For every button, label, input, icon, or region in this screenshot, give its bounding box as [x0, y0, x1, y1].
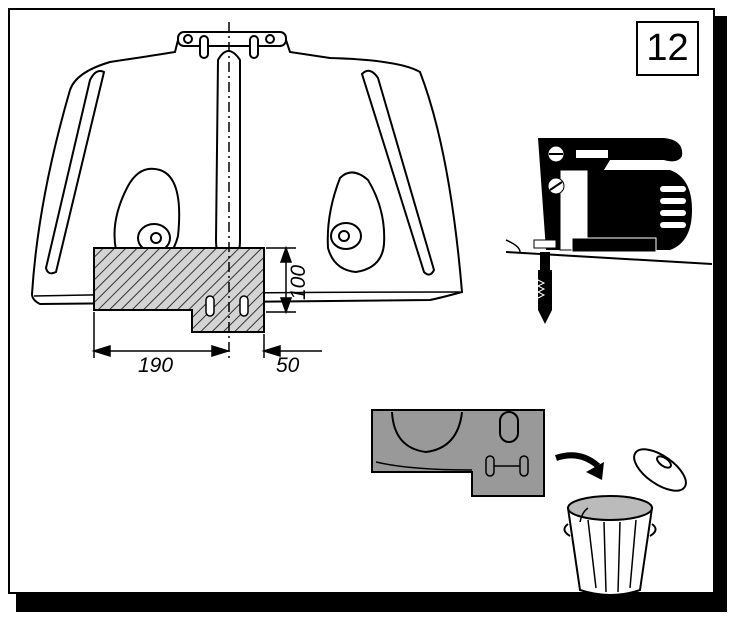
bolt-hole-left-icon [183, 34, 193, 44]
step-number-badge: 12 [636, 21, 699, 76]
discard-arrow-icon [555, 452, 604, 480]
left-mount-hole-icon [150, 232, 162, 244]
bracket-slot-2 [249, 35, 259, 59]
cut-area [93, 247, 265, 333]
cut-piece-icon [371, 409, 545, 497]
width-dimension-label: 190 [138, 354, 173, 377]
right-rail [360, 69, 436, 276]
bracket-slot-1 [199, 35, 209, 59]
jigsaw-icon [505, 138, 713, 324]
cut-area-hatch [93, 247, 265, 333]
dimension-lines [91, 245, 322, 358]
height-dimension-label: 100 [287, 265, 310, 300]
seat-pan-diagram [30, 31, 464, 306]
center-slot [214, 50, 241, 264]
left-rail [44, 70, 106, 275]
right-mount-hole-icon [338, 230, 350, 242]
bolt-hole-right-icon [265, 34, 275, 44]
right-cushion-mount [326, 171, 386, 274]
trash-can-icon [563, 448, 687, 596]
step-number: 12 [646, 27, 689, 69]
offset-dimension-label: 50 [276, 354, 300, 377]
